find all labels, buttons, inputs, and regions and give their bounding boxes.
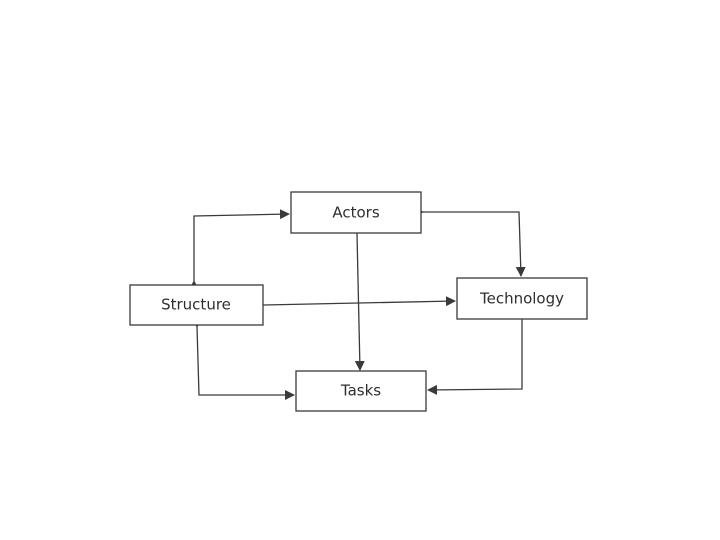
edge-structure-technology [254,296,456,311]
node-technology-box [456,277,588,320]
node-tasks-box [295,370,427,412]
edge-actors-tasks [351,224,365,371]
node-structure-label: Structure [161,296,231,314]
node-actors-label: Actors [332,204,379,222]
edge-actors-technology [414,207,526,277]
node-actors: Actors [290,191,422,234]
edge-structure-actors [189,209,290,290]
node-structure: Structure [129,284,264,326]
node-technology-label: Technology [479,290,564,308]
edge-structure-tasks [191,317,295,400]
node-actors-box [290,191,422,234]
node-structure-box [129,284,264,326]
node-technology: Technology [456,277,588,320]
edge-technology-tasks [427,311,527,395]
node-tasks: Tasks [295,370,427,412]
node-tasks-label: Tasks [340,382,381,400]
edges [189,207,527,400]
